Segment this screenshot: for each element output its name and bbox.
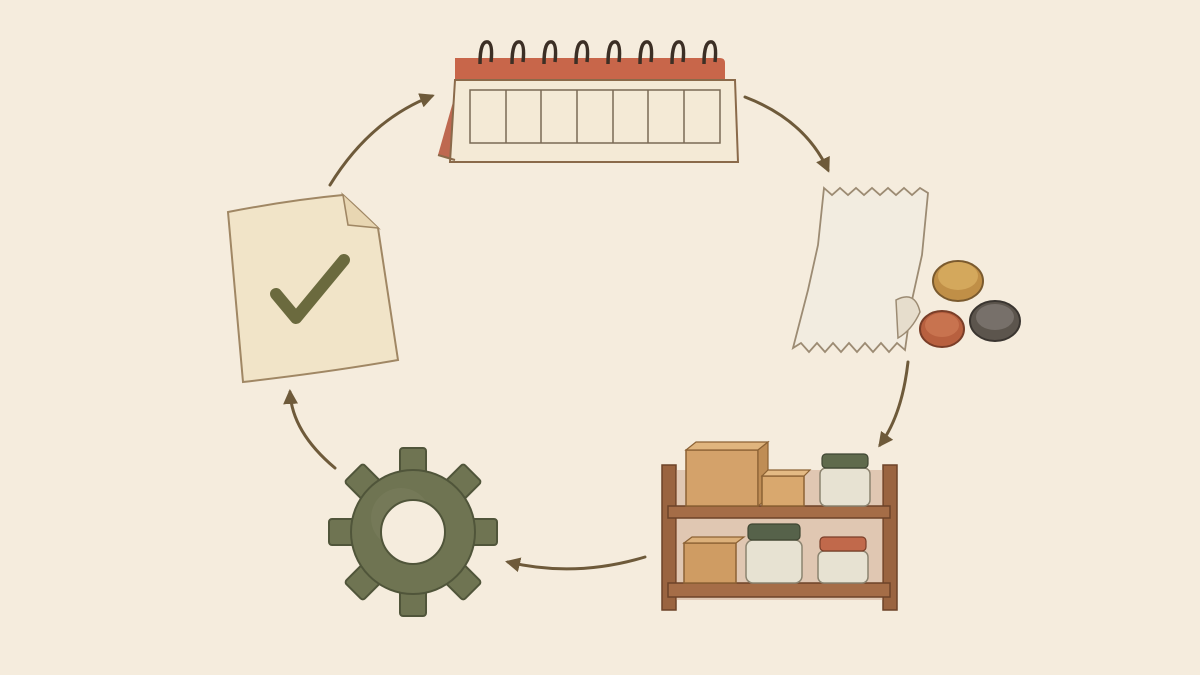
calendar-icon <box>437 40 740 163</box>
arrow-shelf-to-gear <box>505 555 647 573</box>
jar-green-lid-bottom <box>745 523 803 584</box>
jar-red-lid <box>817 536 869 584</box>
checkmark <box>270 254 350 324</box>
small-box <box>760 469 812 507</box>
bottom-box <box>682 536 746 584</box>
receipt-icon <box>791 186 929 354</box>
arrow-gear-to-document <box>283 389 337 470</box>
gear-icon <box>328 447 498 617</box>
jar-green-lid-top <box>819 453 871 507</box>
arrow-receipt-to-shelf <box>878 360 910 448</box>
shelf-icon <box>661 440 898 611</box>
arrow-document-to-calendar <box>328 93 435 187</box>
arrow-calendar-to-receipt <box>743 95 830 173</box>
coins-icon <box>919 260 1021 348</box>
document-check-icon <box>226 192 400 384</box>
large-box <box>684 440 770 508</box>
cycle-arrows <box>283 93 910 573</box>
